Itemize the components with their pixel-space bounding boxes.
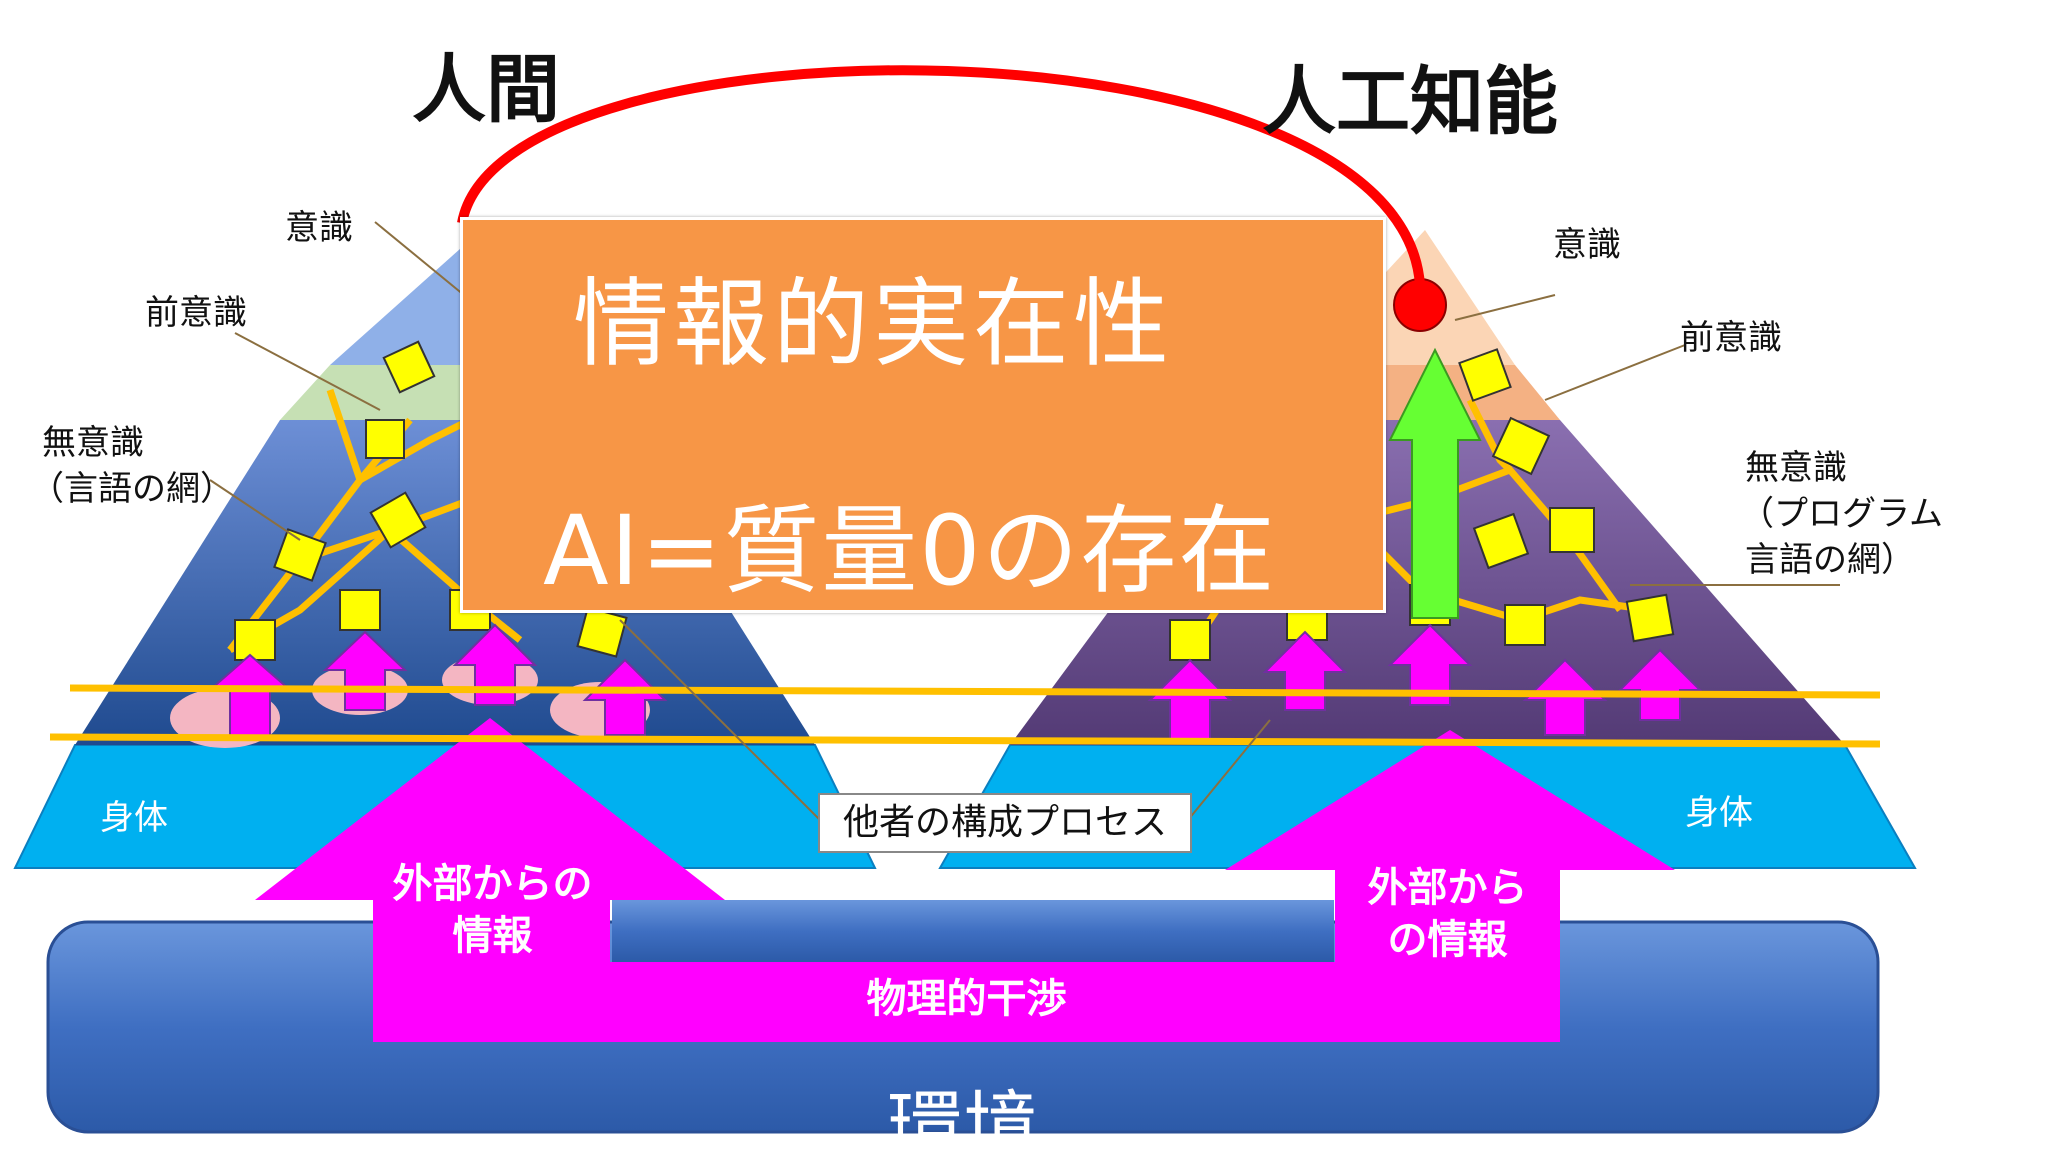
red-dot [1393, 278, 1447, 332]
green-arrow [1388, 347, 1482, 619]
right-preconscious-label: 前意識 [1680, 318, 1782, 358]
other-construction-process-label: 他者の構成プロセス [818, 793, 1192, 853]
right-arrow-text-line1: 外部から [1367, 865, 1528, 911]
physical-interference-label: 物理的干渉 [866, 976, 1067, 1022]
orange-line-top [69, 684, 1881, 699]
environment-label: 環境 [887, 1082, 1039, 1171]
red-arc [457, 65, 1425, 286]
left-unconscious-sub: （言語の網） [30, 469, 234, 509]
human-title: 人間 [412, 47, 560, 133]
left-consciousness-label: 意識 [285, 208, 353, 248]
left-body-label: 身体 [100, 798, 168, 838]
ai-title: 人工知能 [1262, 59, 1558, 145]
left-arrow-text: 外部からの 情報 [380, 858, 605, 962]
left-unconscious-label: 無意識 [42, 423, 144, 463]
right-unconscious-label: 無意識 [1745, 448, 1847, 488]
orange-line-bottom [49, 733, 1881, 748]
card-title: 情報的実在性 [573, 268, 1173, 380]
left-preconscious-label: 前意識 [145, 293, 247, 333]
card-subtitle: AI=質量0の存在 [543, 495, 1277, 607]
right-arrow-text: 外部から の情報 [1340, 862, 1555, 966]
right-unconscious-sub2: 言語の網） [1745, 540, 1915, 580]
right-unconscious-sub1: （プログラム [1740, 494, 1943, 534]
left-external-info-arrow [255, 718, 725, 1042]
informational-reality-card: 情報的実在性 AI=質量0の存在 [460, 217, 1386, 613]
left-arrow-text-line1: 外部からの [392, 861, 593, 907]
left-arrow-text-line2: 情報 [452, 913, 533, 959]
right-consciousness-label: 意識 [1553, 225, 1621, 265]
right-arrow-text-line2: の情報 [1387, 917, 1508, 963]
physical-interference-bar [373, 962, 1560, 1042]
right-body-label: 身体 [1685, 793, 1753, 833]
